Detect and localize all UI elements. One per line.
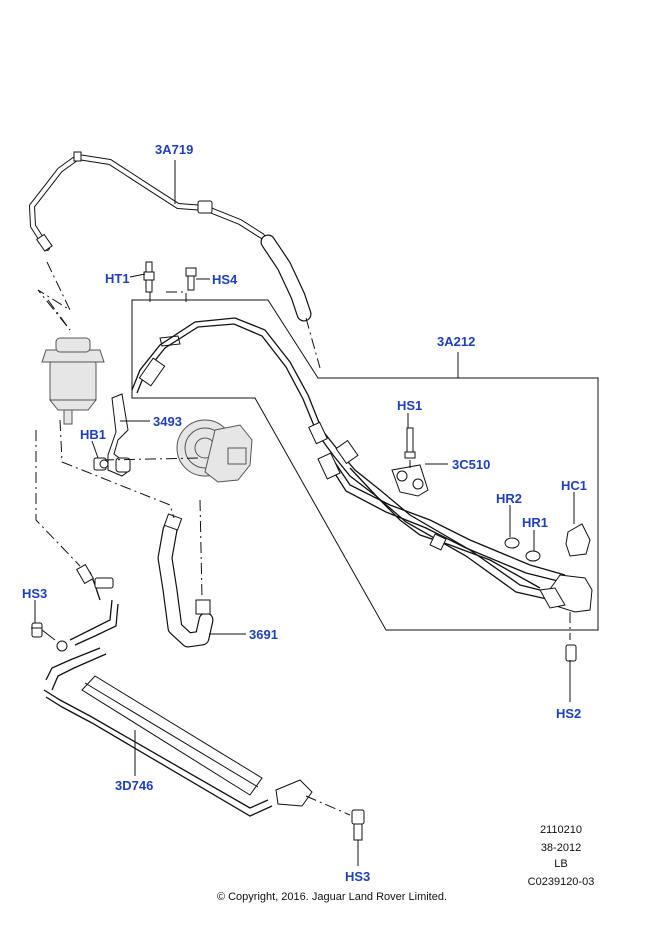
label-HB1[interactable]: HB1 (80, 427, 106, 442)
ref-line-2: 38-2012 (541, 842, 581, 854)
reservoir[interactable] (41, 337, 105, 425)
label-HR2[interactable]: HR2 (496, 491, 522, 506)
clip-hr1[interactable] (525, 550, 541, 562)
label-3A719[interactable]: 3A719 (155, 142, 193, 157)
clip-hr2[interactable] (504, 537, 520, 549)
bolt-hs3-bottom[interactable] (351, 809, 365, 841)
label-HS1[interactable]: HS1 (397, 398, 422, 413)
ref-line-4: C0239120-03 (528, 876, 595, 888)
label-HS3-top[interactable]: HS3 (22, 586, 47, 601)
label-HC1[interactable]: HC1 (561, 478, 587, 493)
label-HT1[interactable]: HT1 (105, 271, 130, 286)
leader-lines (34, 160, 575, 866)
clip-hc1[interactable] (565, 523, 591, 557)
centerlines (30, 261, 571, 816)
label-HS4[interactable]: HS4 (212, 272, 238, 287)
bolt-hs2[interactable] (565, 644, 577, 662)
cooler-3d746[interactable] (43, 563, 313, 817)
hose-3691[interactable] (157, 513, 214, 648)
label-3691[interactable]: 3691 (249, 627, 278, 642)
outline-3A212 (131, 299, 599, 631)
label-HS2[interactable]: HS2 (556, 706, 581, 721)
hose-3A719[interactable] (29, 151, 312, 322)
bolt-ht1[interactable] (143, 261, 155, 293)
bolt-hs1[interactable] (404, 427, 416, 459)
bolt-hs4[interactable] (185, 267, 197, 291)
copyright-notice: © Copyright, 2016. Jaguar Land Rover Lim… (217, 891, 447, 903)
label-3D746[interactable]: 3D746 (115, 778, 153, 793)
label-3A212[interactable]: 3A212 (437, 334, 475, 349)
steering-pump[interactable] (176, 419, 253, 483)
clamp-3c510[interactable] (391, 464, 429, 497)
ref-line-1: 2110210 (540, 824, 582, 836)
label-HR1[interactable]: HR1 (522, 515, 548, 530)
label-HS3-bottom[interactable]: HS3 (345, 869, 370, 884)
label-3C510[interactable]: 3C510 (452, 457, 490, 472)
line-3A212[interactable] (131, 317, 593, 613)
ref-line-3: LB (554, 858, 567, 870)
label-3493[interactable]: 3493 (153, 414, 182, 429)
bolt-hs3-top[interactable] (31, 622, 56, 641)
bracket-3493[interactable] (107, 335, 181, 477)
